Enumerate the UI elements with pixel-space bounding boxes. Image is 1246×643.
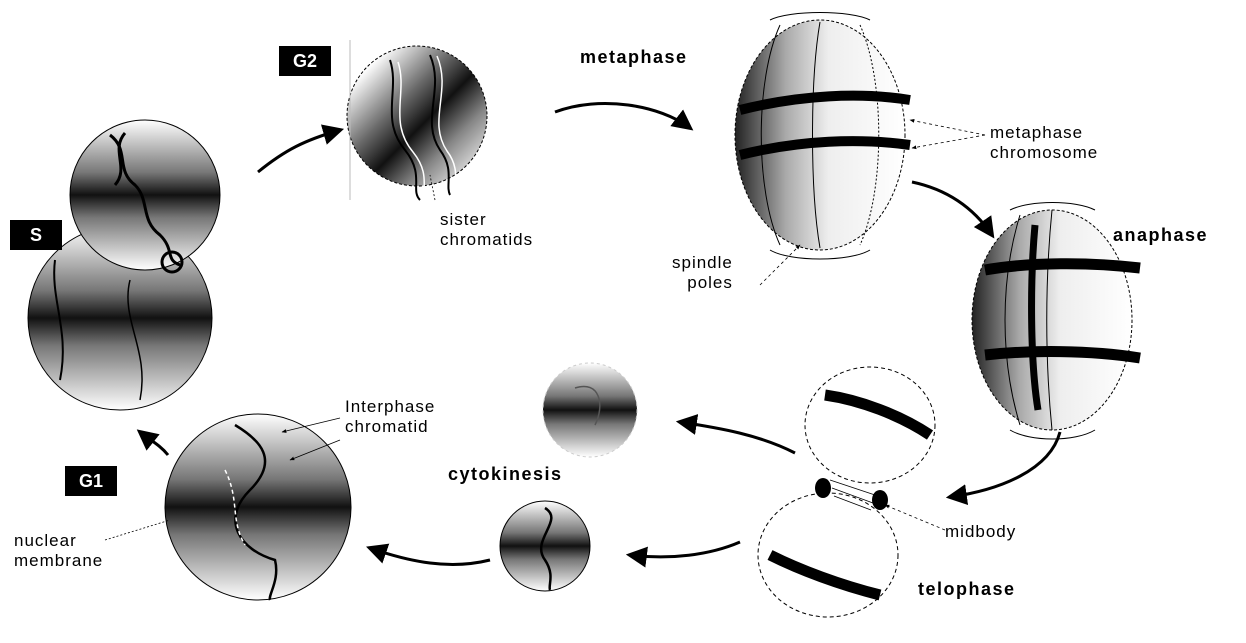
cytokinesis-cell-bottom — [500, 501, 590, 591]
g2-nucleus — [347, 46, 487, 200]
sister-chromatids-label: sister chromatids — [440, 210, 533, 250]
sister-chromatids-line-1: sister — [440, 210, 533, 230]
metaphase-chromosome-line-2: chromosome — [990, 143, 1098, 163]
s-nucleus — [28, 120, 220, 410]
sister-chromatids-line-2: chromatids — [440, 230, 533, 250]
midbody-label: midbody — [945, 522, 1016, 542]
nuclear-membrane-line-1: nuclear — [14, 531, 103, 551]
metaphase-spindle — [735, 13, 910, 260]
metaphase-chromosome-line-1: metaphase — [990, 123, 1098, 143]
s-tag: S — [10, 220, 62, 250]
cytokinesis-label: cytokinesis — [448, 464, 563, 485]
anaphase-label: anaphase — [1113, 225, 1208, 246]
spindle-poles-line-1: spindle — [672, 253, 733, 273]
spindle-poles-line-2: poles — [672, 273, 733, 293]
interphase-chromatid-line-1: Interphase — [345, 397, 435, 417]
metaphase-label: metaphase — [580, 47, 688, 68]
metaphase-chromosome-label: metaphase chromosome — [990, 123, 1098, 163]
g1-nucleus — [165, 414, 351, 600]
interphase-chromatid-line-2: chromatid — [345, 417, 435, 437]
interphase-chromatid-label: Interphase chromatid — [345, 397, 435, 437]
g1-tag: G1 — [65, 466, 117, 496]
g2-tag: G2 — [279, 46, 331, 76]
telophase-label: telophase — [918, 579, 1016, 600]
nuclear-membrane-label: nuclear membrane — [14, 531, 103, 571]
nuclear-membrane-line-2: membrane — [14, 551, 103, 571]
cytokinesis-cell-top — [543, 363, 637, 457]
spindle-poles-label: spindle poles — [672, 253, 733, 293]
telophase-cells — [758, 367, 935, 617]
